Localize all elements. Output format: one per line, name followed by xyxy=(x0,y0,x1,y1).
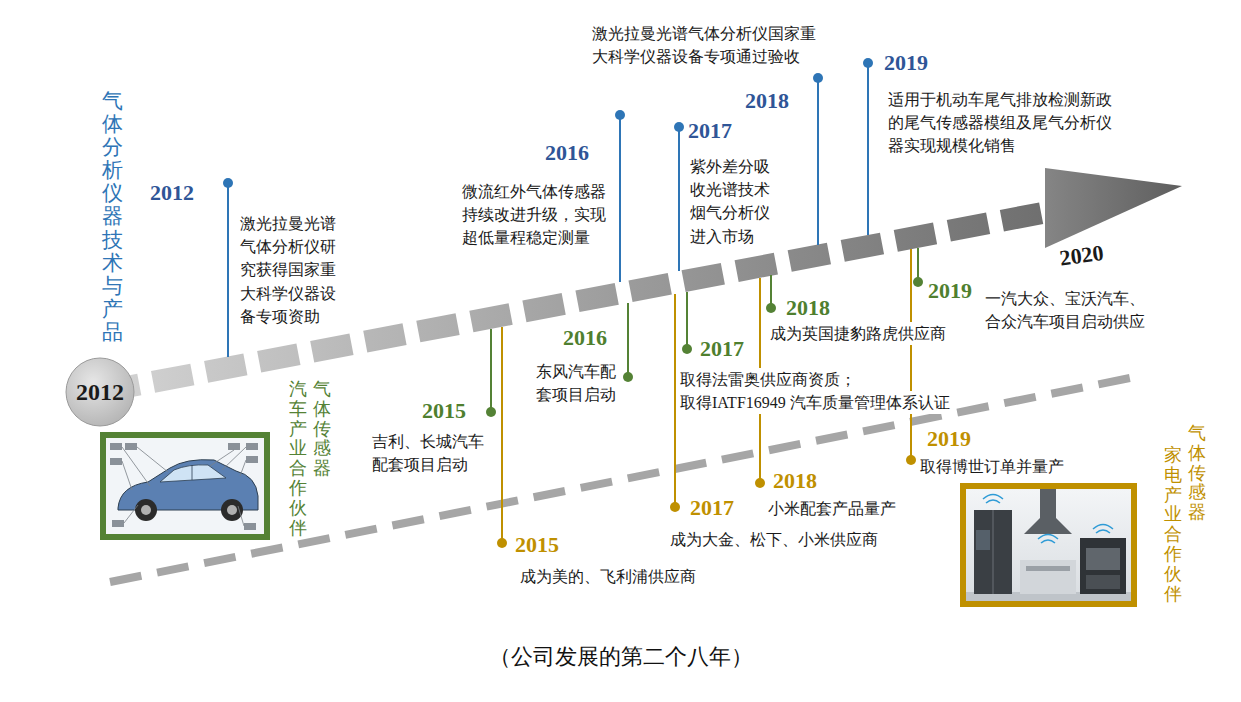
event-text: 取得法雷奥供应商资质； xyxy=(680,368,856,391)
year-label: 2018 xyxy=(773,468,817,493)
appliance-illustration xyxy=(966,489,1131,601)
year-label: 2017 xyxy=(688,118,732,143)
arrow-head xyxy=(1045,168,1182,248)
event-text: 取得博世订单并量产 xyxy=(920,455,1064,478)
car-illustration xyxy=(106,438,264,534)
partner-heading: 气体传感器 xyxy=(1188,424,1206,523)
event-text: 激光拉曼光谱气体分析仪国家重大科学仪器设备专项通过验收 xyxy=(592,22,821,68)
partner-heading: 家电产业合作伙伴 xyxy=(1164,446,1182,604)
event-text: 成为英国捷豹路虎供应商 xyxy=(770,322,946,345)
event-text: 成为美的、飞利浦供应商 xyxy=(520,565,696,588)
partner-heading: 气体传感器 xyxy=(313,380,331,479)
circle-year: 2012 xyxy=(76,379,124,406)
year-label: 2012 xyxy=(150,180,194,205)
event-text: 取得IATF16949 汽车质量管理体系认证 xyxy=(680,391,950,414)
event-text: 小米配套产品量产 xyxy=(768,497,896,520)
blue-dots xyxy=(223,58,873,188)
event-text: 吉利、长城汽车配套项目启动 xyxy=(372,430,489,476)
car-partner-picture-box: 气体传感器汽车产业合作伙伴 xyxy=(100,432,270,540)
year-label: 2016 xyxy=(563,325,607,350)
event-text: 成为大金、松下、小米供应商 xyxy=(670,528,878,551)
year-label: 2017 xyxy=(700,336,744,361)
partner-heading: 汽车产业合作伙伴 xyxy=(289,380,307,538)
circle-shape xyxy=(66,358,134,426)
year-label: 2015 xyxy=(515,532,559,557)
year-label: 2018 xyxy=(745,88,789,113)
year-label: 2016 xyxy=(545,140,589,165)
year-label: 2019 xyxy=(928,278,972,303)
year-label: 2018 xyxy=(786,295,830,320)
figure-caption: （公司发展的第二个八年） xyxy=(0,642,1241,672)
start-year-circle: 2012 xyxy=(65,357,135,427)
appliance-partner-picture-box: 气体传感器家电产业合作伙伴 xyxy=(960,483,1137,607)
event-text: 东风汽车配套项目启动 xyxy=(536,360,621,406)
event-text: 微流红外气体传感器持续改进升级，实现超低量程稳定测量 xyxy=(462,180,611,250)
year-label: 2019 xyxy=(884,50,928,75)
event-text: 一汽大众、宝沃汽车、合众汽车项目启动供应 xyxy=(985,287,1150,333)
event-text: 适用于机动车尾气排放检测新政的尾气传感器模组及尾气分析仪器实现规模化销售 xyxy=(888,88,1117,158)
year-label: 2019 xyxy=(927,426,971,451)
section-title: 气体分析仪器技术与产品 xyxy=(102,90,123,344)
year-label: 2017 xyxy=(690,495,734,520)
end-year-label: 2020 xyxy=(1058,240,1105,272)
year-label: 2015 xyxy=(422,398,466,423)
event-text: 激光拉曼光谱气体分析仪研究获得国家重大科学仪器设备专项资助 xyxy=(240,212,341,328)
blue-stems xyxy=(228,63,868,357)
event-text: 紫外差分吸收光谱技术烟气分析仪进入市场 xyxy=(690,155,775,248)
